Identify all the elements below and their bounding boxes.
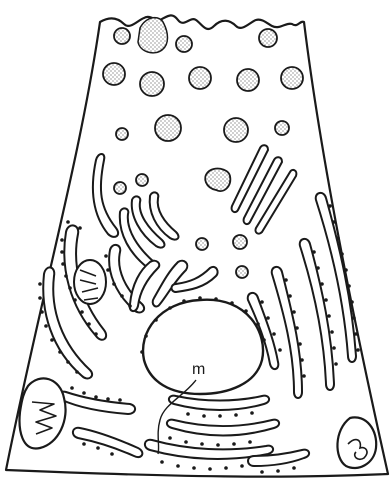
mitochondrion-lower-left xyxy=(20,378,66,448)
granule xyxy=(275,121,289,135)
granule xyxy=(155,115,181,141)
granule xyxy=(236,266,248,278)
granule xyxy=(196,238,208,250)
granule xyxy=(189,67,211,89)
golgi-apparatus-left xyxy=(120,192,179,269)
nucleus-pointer-label: m xyxy=(192,361,205,378)
condensing-vacuole xyxy=(205,169,230,192)
nucleus xyxy=(143,300,263,394)
granule xyxy=(237,69,259,91)
golgi-apparatus xyxy=(232,145,297,233)
granule xyxy=(176,36,192,52)
mitochondrion-upper-left xyxy=(74,260,106,304)
granule xyxy=(140,72,164,96)
granule xyxy=(136,174,148,186)
granule xyxy=(114,28,130,44)
granule xyxy=(224,118,248,142)
apical-blob xyxy=(138,18,168,53)
mitochondrion-lower-right xyxy=(337,417,376,468)
granule xyxy=(114,182,126,194)
granule xyxy=(116,128,128,140)
granule xyxy=(233,235,247,249)
granule xyxy=(281,67,303,89)
granule xyxy=(103,63,125,85)
granule xyxy=(259,29,277,47)
er-tubule xyxy=(93,154,118,237)
